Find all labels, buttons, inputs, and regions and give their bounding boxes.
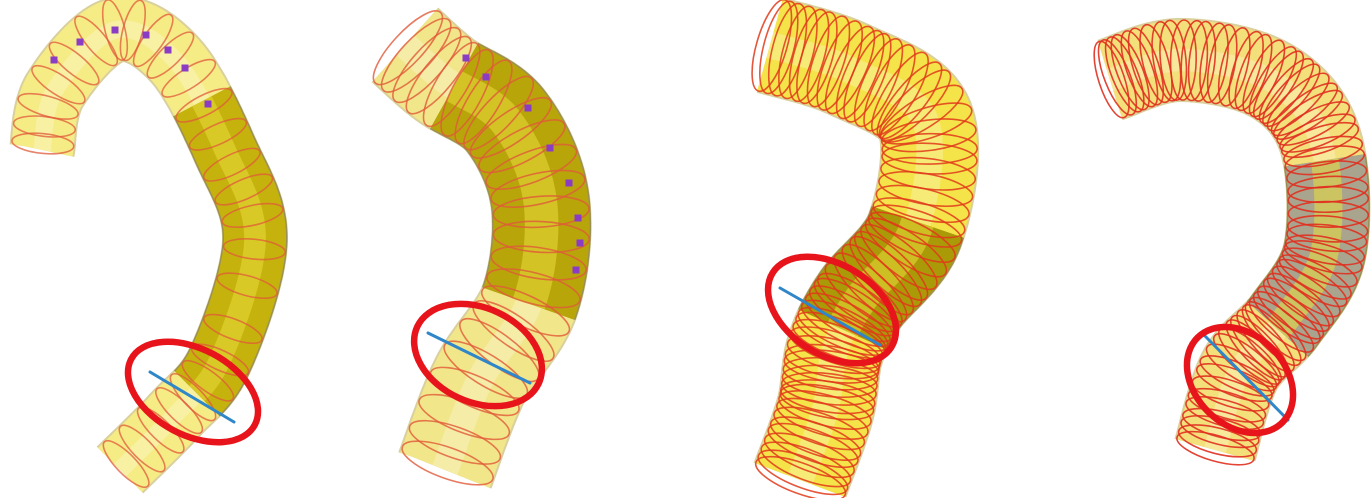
landmark-marker xyxy=(205,101,212,108)
landmark-marker xyxy=(51,57,58,64)
landmark-marker xyxy=(547,145,554,152)
landmark-marker xyxy=(165,47,172,54)
landmark-marker xyxy=(483,74,490,81)
panel-2 xyxy=(364,2,590,494)
panel-4 xyxy=(1087,19,1369,471)
landmark-marker xyxy=(566,180,573,187)
landmark-marker xyxy=(182,65,189,72)
landmark-marker xyxy=(143,32,150,39)
landmark-marker xyxy=(575,215,582,222)
panel-1 xyxy=(11,0,286,493)
landmark-marker xyxy=(77,39,84,46)
panel-3 xyxy=(744,0,978,498)
landmark-marker xyxy=(525,105,532,112)
landmark-marker xyxy=(112,27,119,34)
landmark-marker xyxy=(463,55,470,62)
landmark-marker xyxy=(577,240,584,247)
landmark-marker xyxy=(573,267,580,274)
